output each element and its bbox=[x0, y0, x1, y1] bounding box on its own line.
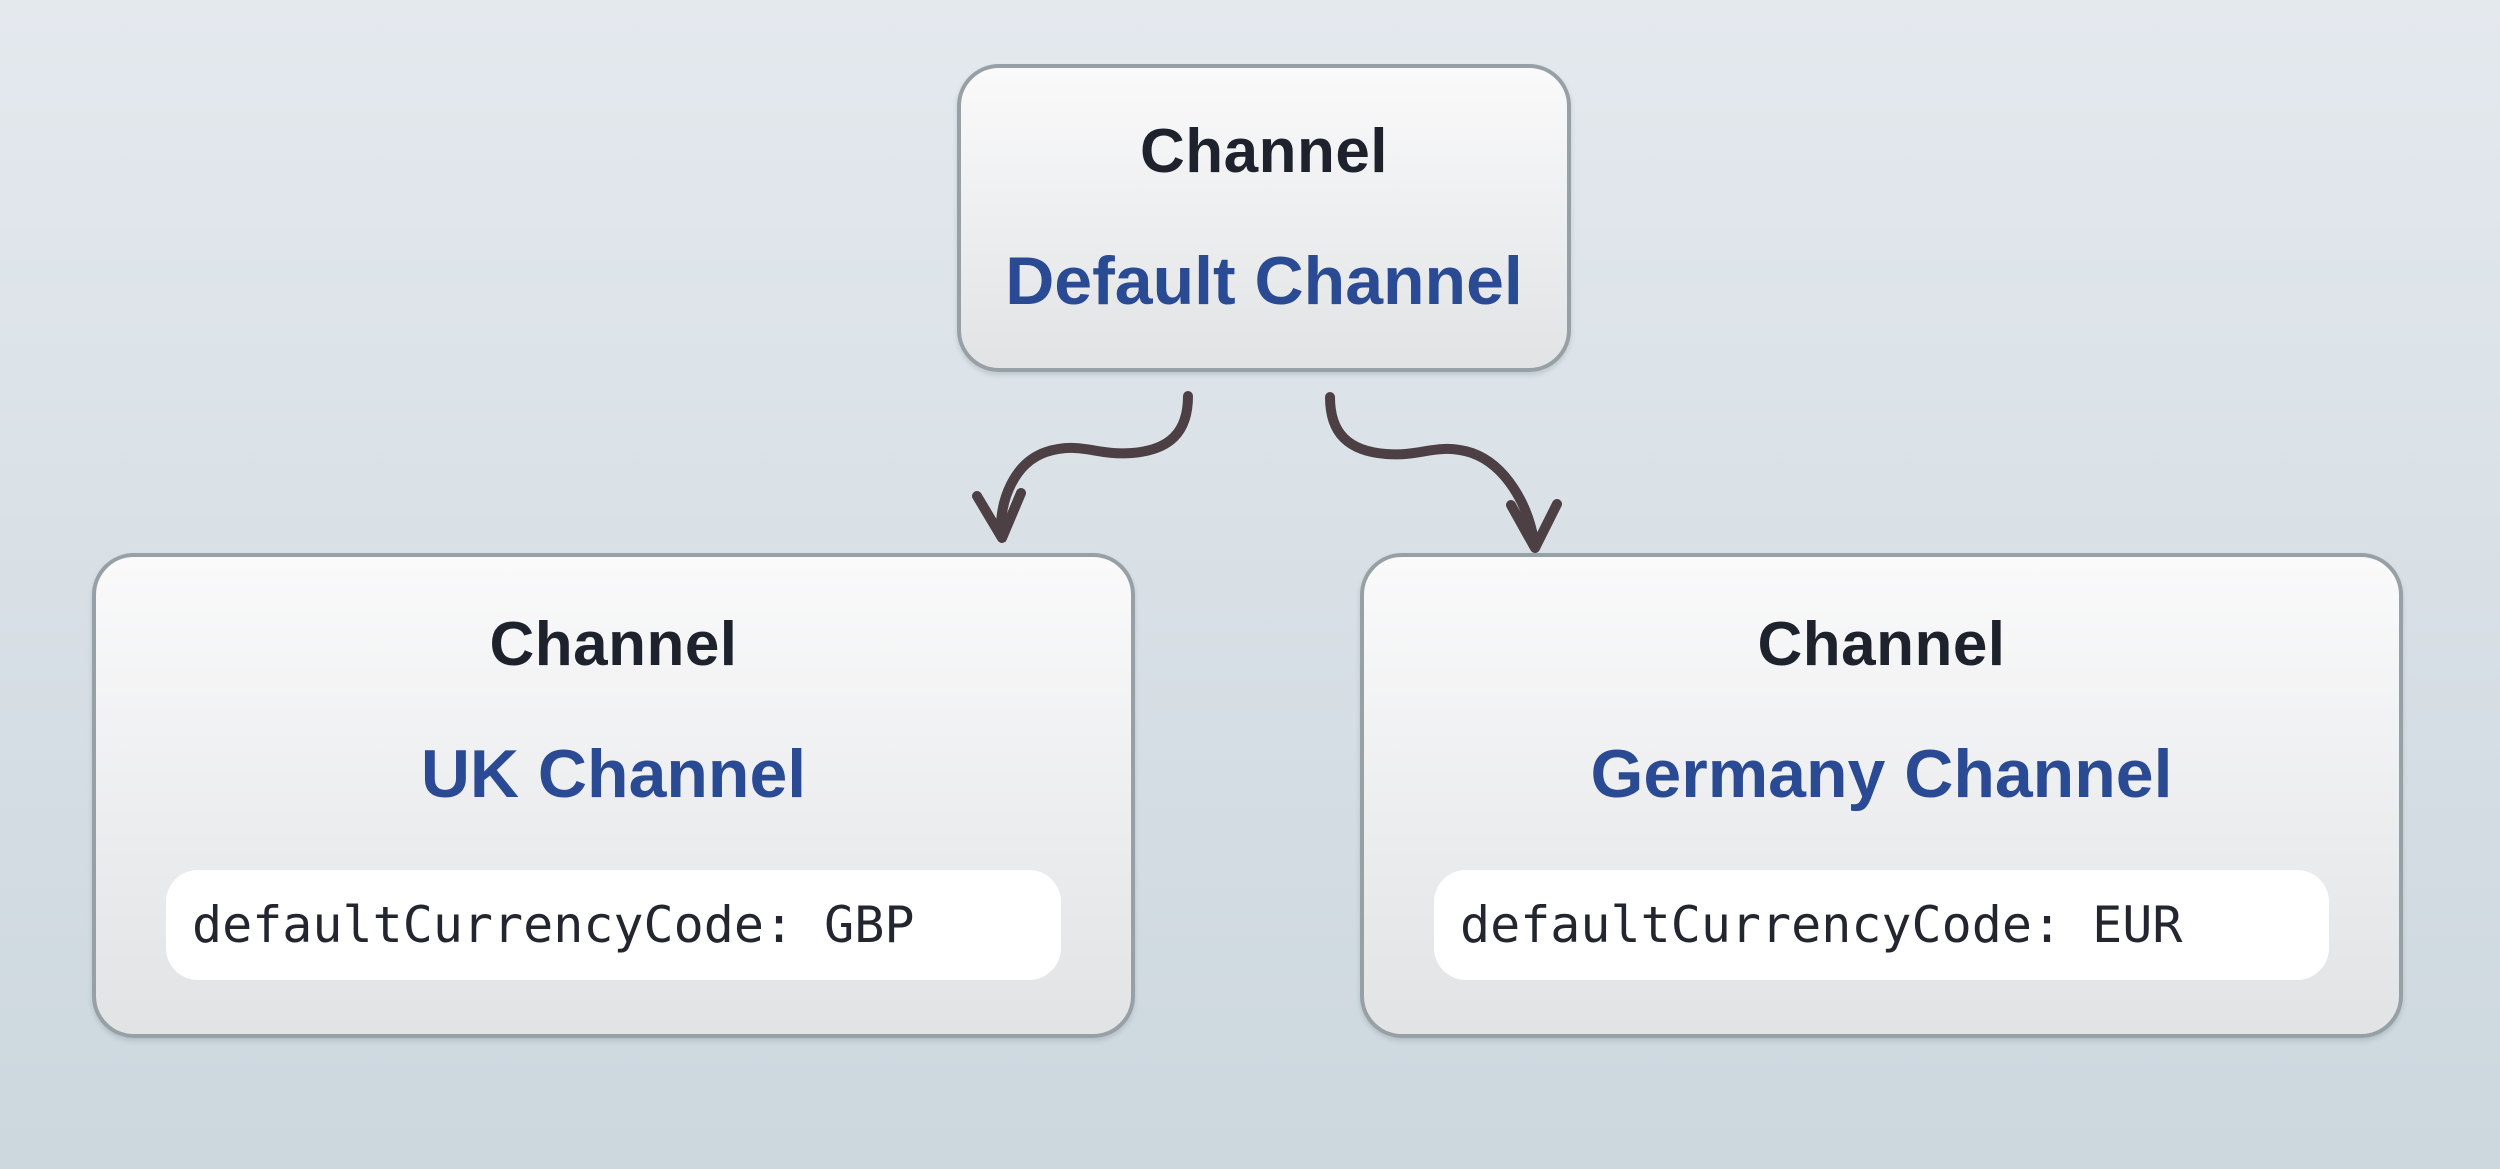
attribute-text: defaultCurrencyCode: EUR bbox=[1460, 895, 2183, 954]
arrow-root-to-uk bbox=[972, 391, 1193, 543]
arrow-root-to-germany bbox=[1325, 392, 1562, 553]
attribute-pill: defaultCurrencyCode: GBP bbox=[166, 869, 1061, 980]
arrow-root-to-uk-shaft bbox=[995, 391, 1193, 537]
node-default-channel: Channel Default Channel bbox=[957, 64, 1571, 372]
arrow-root-to-germany-head-icon bbox=[1506, 499, 1562, 553]
attribute-text: defaultCurrencyCode: GBP bbox=[192, 895, 915, 954]
arrow-root-to-uk-head-icon bbox=[972, 488, 1026, 543]
node-germany-channel: Channel Germany Channel defaultCurrencyC… bbox=[1360, 553, 2403, 1038]
node-uk-channel: Channel UK Channel defaultCurrencyCode: … bbox=[92, 553, 1135, 1038]
node-title: Channel bbox=[1757, 610, 2006, 679]
node-title: Channel bbox=[489, 610, 738, 679]
node-name: UK Channel bbox=[420, 736, 807, 813]
node-name: Default Channel bbox=[1005, 242, 1523, 319]
arrow-root-to-germany-shaft bbox=[1325, 392, 1539, 546]
node-name: Germany Channel bbox=[1590, 736, 2173, 813]
node-title: Channel bbox=[1139, 116, 1389, 186]
attribute-pill: defaultCurrencyCode: EUR bbox=[1434, 869, 2329, 980]
